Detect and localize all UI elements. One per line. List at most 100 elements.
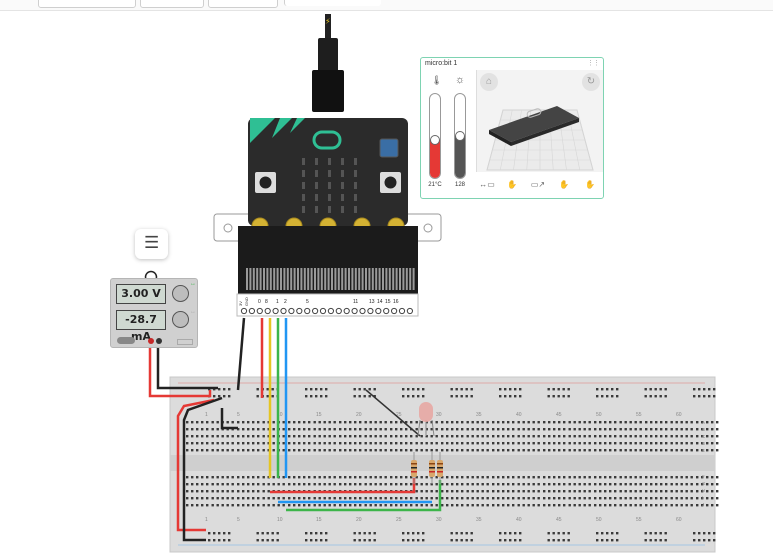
breadboard-hole[interactable] xyxy=(262,497,265,500)
breadboard-hole[interactable] xyxy=(446,483,449,486)
breadboard-hole[interactable] xyxy=(471,449,474,452)
breadboard-hole[interactable] xyxy=(247,476,250,479)
breadboard-hole[interactable] xyxy=(696,483,699,486)
breadboard-hole[interactable] xyxy=(323,504,326,507)
breadboard-hole[interactable] xyxy=(553,435,556,438)
breadboard-hole[interactable] xyxy=(267,497,270,500)
breadboard-hole[interactable] xyxy=(547,395,550,398)
breadboard-hole[interactable] xyxy=(690,435,693,438)
breadboard-hole[interactable] xyxy=(358,388,361,391)
breadboard-hole[interactable] xyxy=(604,449,607,452)
drag-handle-icon[interactable]: ⋮⋮ xyxy=(587,60,600,67)
breadboard-hole[interactable] xyxy=(400,442,403,445)
breadboard-hole[interactable] xyxy=(320,539,323,542)
breadboard-hole[interactable] xyxy=(634,421,637,424)
breadboard-hole[interactable] xyxy=(548,504,551,507)
breadboard-hole[interactable] xyxy=(247,442,250,445)
breadboard-hole[interactable] xyxy=(308,483,311,486)
breadboard-hole[interactable] xyxy=(492,435,495,438)
power-supply[interactable]: 3.00 V -28.7 mA ↔ ↔ xyxy=(110,278,198,348)
breadboard-hole[interactable] xyxy=(645,442,648,445)
microbit-face-logo[interactable] xyxy=(312,130,342,150)
breadboard-hole[interactable] xyxy=(614,476,617,479)
breadboard-hole[interactable] xyxy=(522,442,525,445)
breadboard-hole[interactable] xyxy=(298,476,301,479)
breadboard-hole[interactable] xyxy=(583,435,586,438)
breadboard-hole[interactable] xyxy=(532,449,535,452)
breadboard-hole[interactable] xyxy=(228,395,231,398)
breadboard-hole[interactable] xyxy=(619,421,622,424)
breadboard-hole[interactable] xyxy=(466,483,469,486)
breadboard-hole[interactable] xyxy=(466,428,469,431)
breadboard-hole[interactable] xyxy=(318,449,321,452)
breadboard-hole[interactable] xyxy=(303,421,306,424)
breadboard-hole[interactable] xyxy=(624,497,627,500)
breadboard-hole[interactable] xyxy=(420,490,423,493)
breadboard-hole[interactable] xyxy=(588,421,591,424)
breadboard-hole[interactable] xyxy=(231,449,234,452)
breadboard-hole[interactable] xyxy=(441,483,444,486)
breadboard-hole[interactable] xyxy=(206,442,209,445)
breadboard-hole[interactable] xyxy=(578,421,581,424)
breadboard-hole[interactable] xyxy=(288,476,291,479)
breadboard-hole[interactable] xyxy=(599,435,602,438)
breadboard-hole[interactable] xyxy=(390,504,393,507)
breadboard-hole[interactable] xyxy=(670,483,673,486)
breadboard-hole[interactable] xyxy=(247,490,250,493)
breadboard-hole[interactable] xyxy=(257,476,260,479)
breadboard-hole[interactable] xyxy=(543,476,546,479)
breadboard-hole[interactable] xyxy=(390,442,393,445)
breadboard-hole[interactable] xyxy=(609,435,612,438)
breadboard-hole[interactable] xyxy=(639,442,642,445)
breadboard-hole[interactable] xyxy=(201,490,204,493)
breadboard-hole[interactable] xyxy=(616,532,619,535)
edge-breakout-holes[interactable] xyxy=(240,307,413,315)
breadboard-hole[interactable] xyxy=(196,483,199,486)
breadboard-hole[interactable] xyxy=(373,395,376,398)
breadboard-hole[interactable] xyxy=(369,449,372,452)
breadboard-hole[interactable] xyxy=(599,476,602,479)
psu-switch[interactable] xyxy=(117,337,135,344)
breadboard-hole[interactable] xyxy=(410,476,413,479)
breadboard-hole[interactable] xyxy=(557,388,560,391)
breadboard-hole[interactable] xyxy=(339,497,342,500)
breadboard-hole[interactable] xyxy=(706,497,709,500)
breadboard-hole[interactable] xyxy=(522,428,525,431)
breadboard-hole[interactable] xyxy=(247,421,250,424)
toolbar-button[interactable] xyxy=(38,0,136,8)
breadboard-hole[interactable] xyxy=(486,504,489,507)
breadboard-hole[interactable] xyxy=(644,388,647,391)
breadboard-hole[interactable] xyxy=(277,497,280,500)
breadboard-hole[interactable] xyxy=(364,476,367,479)
breadboard-hole[interactable] xyxy=(645,421,648,424)
breadboard-hole[interactable] xyxy=(441,428,444,431)
breadboard-hole[interactable] xyxy=(502,483,505,486)
breadboard-hole[interactable] xyxy=(425,497,428,500)
breadboard-hole[interactable] xyxy=(237,476,240,479)
breadboard-hole[interactable] xyxy=(359,504,362,507)
breadboard-hole[interactable] xyxy=(527,497,530,500)
breakout-hole[interactable] xyxy=(272,307,279,315)
breadboard-hole[interactable] xyxy=(223,532,226,535)
breadboard-hole[interactable] xyxy=(594,504,597,507)
breadboard-hole[interactable] xyxy=(629,490,632,493)
breadboard-hole[interactable] xyxy=(670,497,673,500)
breadboard-hole[interactable] xyxy=(527,421,530,424)
breadboard-hole[interactable] xyxy=(456,497,459,500)
breadboard-hole[interactable] xyxy=(252,497,255,500)
breadboard-hole[interactable] xyxy=(481,490,484,493)
breadboard-hole[interactable] xyxy=(196,476,199,479)
breadboard-hole[interactable] xyxy=(410,483,413,486)
breadboard-hole[interactable] xyxy=(328,421,331,424)
breadboard-hole[interactable] xyxy=(588,435,591,438)
breadboard-hole[interactable] xyxy=(410,449,413,452)
breadboard-hole[interactable] xyxy=(354,476,357,479)
breadboard-hole[interactable] xyxy=(422,539,425,542)
breadboard-hole[interactable] xyxy=(226,483,229,486)
breadboard-hole[interactable] xyxy=(594,421,597,424)
breadboard-hole[interactable] xyxy=(558,490,561,493)
breadboard-hole[interactable] xyxy=(288,483,291,486)
breadboard-hole[interactable] xyxy=(384,504,387,507)
breadboard-hole[interactable] xyxy=(262,421,265,424)
breadboard-hole[interactable] xyxy=(629,421,632,424)
